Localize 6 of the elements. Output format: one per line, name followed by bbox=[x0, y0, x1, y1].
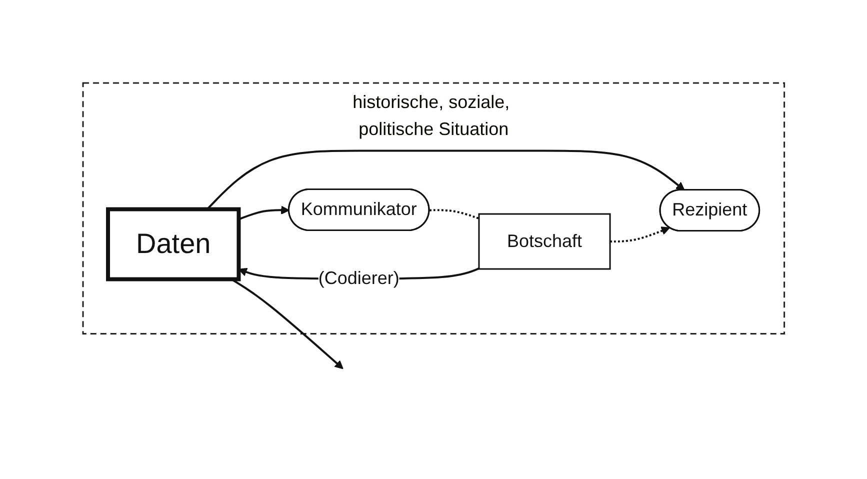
edge-label: (Codierer) bbox=[318, 268, 400, 288]
connector bbox=[429, 208, 480, 220]
arrow bbox=[230, 278, 344, 369]
arrow bbox=[610, 226, 670, 242]
node-box: Botschaft bbox=[478, 212, 611, 270]
node-box: Daten bbox=[106, 206, 241, 281]
